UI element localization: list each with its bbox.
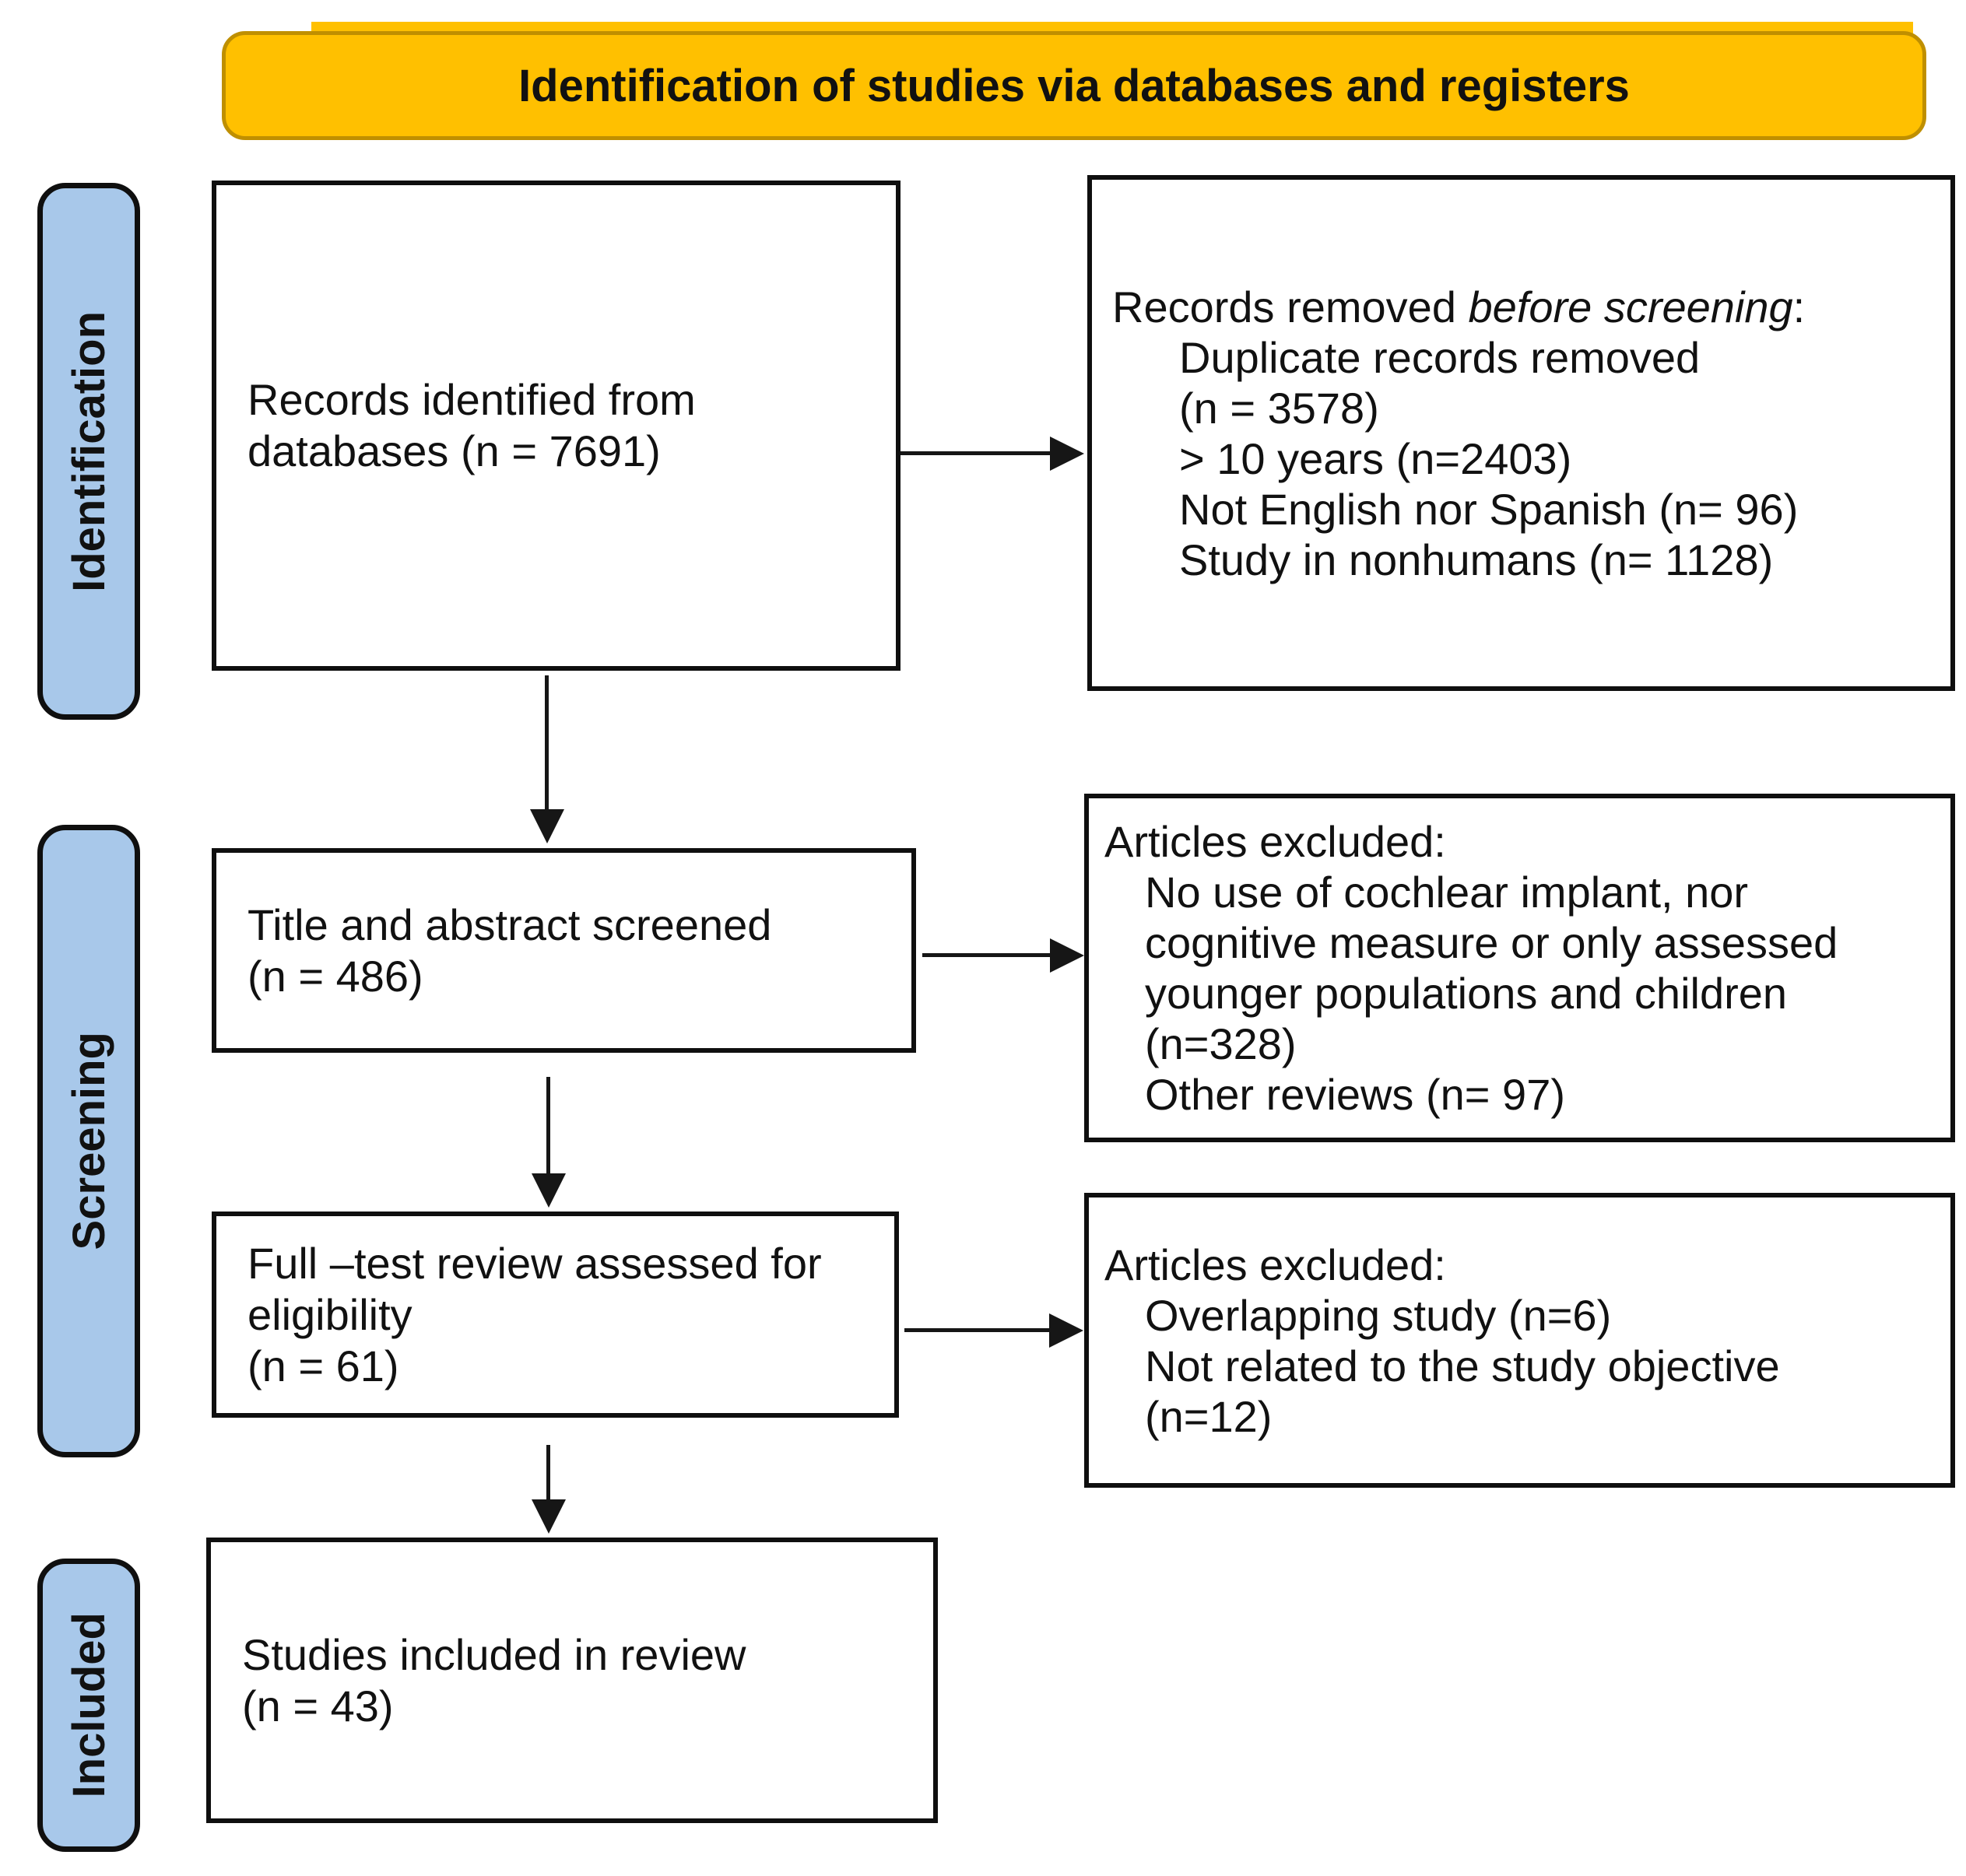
records-removed-item: Duplicate records removed	[1179, 332, 1701, 382]
box-title-abstract-line: (n = 486)	[248, 951, 423, 1001]
records-removed-item: > 10 years (n=2403)	[1179, 433, 1572, 483]
arrow-line	[546, 1445, 550, 1501]
box-studies-included: Studies included in review (n = 43)	[206, 1538, 938, 1823]
records-removed-intro-prefix: Records removed	[1112, 282, 1469, 331]
arrow-head-right-icon	[1050, 938, 1084, 973]
arrow-line	[904, 1328, 1052, 1332]
articles-excluded-screening-item: cognitive measure or only assessed	[1145, 918, 1838, 967]
box-fulltext-review-line: eligibility	[248, 1289, 413, 1339]
box-title-abstract-line: Title and abstract screened	[248, 899, 772, 949]
articles-excluded-screening-item: (n=328)	[1145, 1019, 1297, 1068]
arrow-line	[546, 1077, 550, 1175]
box-articles-excluded-screening: Articles excluded: No use of cochlear im…	[1084, 794, 1955, 1142]
stage-bar-screening: Screening	[37, 825, 140, 1457]
records-removed-item: Study in nonhumans (n= 1128)	[1179, 535, 1774, 584]
diagram-header-title: Identification of studies via databases …	[518, 60, 1630, 111]
box-records-removed-intro: Records removed before screening:	[1092, 282, 1950, 332]
records-removed-intro-italic: before screening	[1468, 282, 1793, 331]
articles-excluded-eligibility-item: (n=12)	[1145, 1391, 1273, 1441]
arrow-head-right-icon	[1049, 1313, 1083, 1348]
stage-label-included: Included	[63, 1612, 114, 1798]
arrow-line	[545, 675, 549, 812]
arrow-line	[900, 451, 1053, 455]
diagram-header: Identification of studies via databases …	[222, 31, 1926, 140]
articles-excluded-screening-item: Other reviews (n= 97)	[1145, 1070, 1565, 1119]
box-studies-included-line: (n = 43)	[242, 1681, 394, 1730]
box-fulltext-review-line: Full –test review assessed for	[248, 1238, 822, 1288]
articles-excluded-screening-item: No use of cochlear implant, nor	[1145, 868, 1749, 917]
box-fulltext-review-line: (n = 61)	[248, 1341, 399, 1390]
stage-bar-identification: Identification	[37, 183, 140, 720]
articles-excluded-eligibility-intro: Articles excluded:	[1104, 1240, 1446, 1289]
box-records-identified-line: Records identified from	[248, 375, 696, 424]
stage-label-identification: Identification	[63, 310, 114, 592]
arrow-head-down-icon	[532, 1173, 566, 1208]
records-removed-intro-suffix: :	[1792, 282, 1806, 331]
arrow-head-down-icon	[532, 1499, 566, 1534]
box-records-removed-before-screening: Records removed before screening: Duplic…	[1087, 175, 1955, 691]
articles-excluded-screening-item: younger populations and children	[1145, 969, 1788, 1018]
articles-excluded-eligibility-item: Not related to the study objective	[1145, 1341, 1780, 1390]
articles-excluded-eligibility-item: Overlapping study (n=6)	[1145, 1290, 1612, 1340]
articles-excluded-screening-intro: Articles excluded:	[1104, 817, 1446, 866]
arrow-head-right-icon	[1050, 437, 1084, 471]
box-studies-included-line: Studies included in review	[242, 1629, 746, 1679]
box-records-identified: Records identified from databases (n = 7…	[212, 181, 900, 671]
box-title-abstract-screened: Title and abstract screened (n = 486)	[212, 848, 916, 1053]
box-articles-excluded-eligibility: Articles excluded: Overlapping study (n=…	[1084, 1193, 1955, 1488]
records-removed-item: (n = 3578)	[1179, 383, 1379, 433]
arrow-head-down-icon	[530, 809, 564, 843]
box-records-identified-line: databases (n = 7691)	[248, 426, 661, 475]
arrow-line	[922, 953, 1053, 957]
stage-bar-included: Included	[37, 1559, 140, 1852]
stage-label-screening: Screening	[63, 1032, 114, 1250]
box-fulltext-review: Full –test review assessed for eligibili…	[212, 1212, 899, 1418]
records-removed-item: Not English nor Spanish (n= 96)	[1179, 484, 1799, 534]
